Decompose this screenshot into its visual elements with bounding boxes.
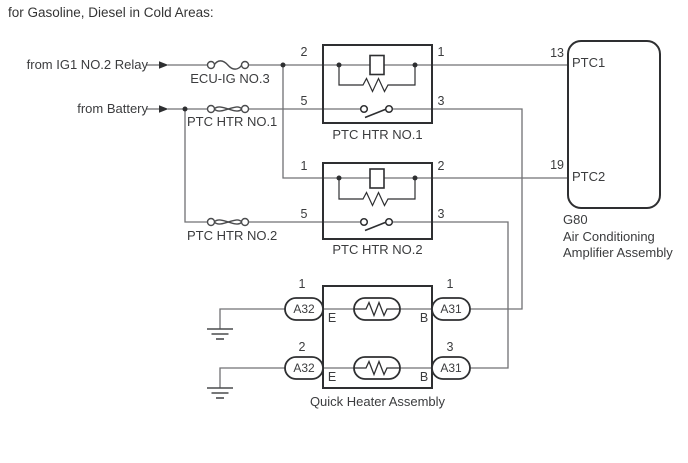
heater-element-2-icon <box>353 356 401 380</box>
junction-dots <box>182 62 418 181</box>
relay1-pin-1: 1 <box>437 45 445 59</box>
amplifier-terminal-ptc2: PTC2 <box>572 169 606 184</box>
relay2-label: PTC HTR NO.2 <box>332 242 423 257</box>
relay2-box <box>322 162 433 240</box>
fuse-label-ptc-htr-no1: PTC HTR NO.1 <box>187 114 278 129</box>
amplifier-name-line1: Air Conditioning <box>563 229 655 244</box>
wiring <box>146 64 568 388</box>
arrow-icons <box>159 61 169 113</box>
heater-row2-terminal-e: E <box>327 370 337 384</box>
page-title: for Gasoline, Diesel in Cold Areas: <box>8 5 214 20</box>
relay1-pin-2: 2 <box>300 45 308 59</box>
heater-row2-terminal-b: B <box>419 370 429 384</box>
amplifier-terminal-ptc1: PTC1 <box>572 55 606 70</box>
connector-a32-1-label: A32 <box>293 302 315 316</box>
relay1-label: PTC HTR NO.1 <box>332 127 423 142</box>
heater-row2-pin-left: 2 <box>298 340 306 354</box>
connector-a32-2-label: A32 <box>293 361 315 375</box>
amplifier-pin-13: 13 <box>550 46 564 60</box>
heater-box <box>322 285 433 389</box>
connector-a31-2-label: A31 <box>440 361 462 375</box>
source-label-ig1-relay: from IG1 NO.2 Relay <box>26 57 148 72</box>
heater-row2-pin-right: 3 <box>446 340 454 354</box>
amplifier-name-line2: Amplifier Assembly <box>563 245 673 260</box>
fuse-ptc-htr-no2-icon <box>206 217 250 227</box>
fuse-label-ptc-htr-no2: PTC HTR NO.2 <box>187 228 278 243</box>
connector-a31-1-label: A31 <box>440 302 462 316</box>
connector-a31-2 <box>431 356 471 380</box>
connector-a32-1 <box>284 297 324 321</box>
connector-shapes <box>284 297 471 380</box>
amplifier-box <box>567 40 661 209</box>
connector-a31-1 <box>431 297 471 321</box>
heater-label: Quick Heater Assembly <box>309 394 446 409</box>
amplifier-code: G80 <box>563 212 588 227</box>
connector-a32-2 <box>284 356 324 380</box>
relay1-coil <box>338 54 416 93</box>
relay2-pin-1: 1 <box>300 159 308 173</box>
heater-element-1-icon <box>353 297 401 321</box>
relay1-pin-3: 3 <box>437 94 445 108</box>
relay2-pin-5: 5 <box>300 207 308 221</box>
relay2-coil <box>338 168 416 207</box>
heater-row1-terminal-b: B <box>419 311 429 325</box>
relay1-pin-5: 5 <box>300 94 308 108</box>
source-label-battery: from Battery <box>77 101 148 116</box>
relay2-pin-3: 3 <box>437 207 445 221</box>
relay1-switch <box>359 104 394 119</box>
fuse-ecu-ig-no3-icon <box>206 60 250 70</box>
ground-icon-1 <box>207 328 233 340</box>
amplifier-pin-19: 19 <box>550 158 564 172</box>
relay1-box <box>322 44 433 124</box>
heater-row1-pin-left: 1 <box>298 277 306 291</box>
battery-arrow-icon <box>159 105 169 113</box>
ground-icon-2 <box>207 387 233 399</box>
ig1-arrow-icon <box>159 61 169 69</box>
fuse-ptc-htr-no1-icon <box>206 104 250 114</box>
relay2-switch <box>359 217 394 232</box>
heater-row1-terminal-e: E <box>327 311 337 325</box>
heater-row1-pin-right: 1 <box>446 277 454 291</box>
relay2-pin-2: 2 <box>437 159 445 173</box>
fuse-label-ecu-ig-no3: ECU-IG NO.3 <box>190 71 270 86</box>
